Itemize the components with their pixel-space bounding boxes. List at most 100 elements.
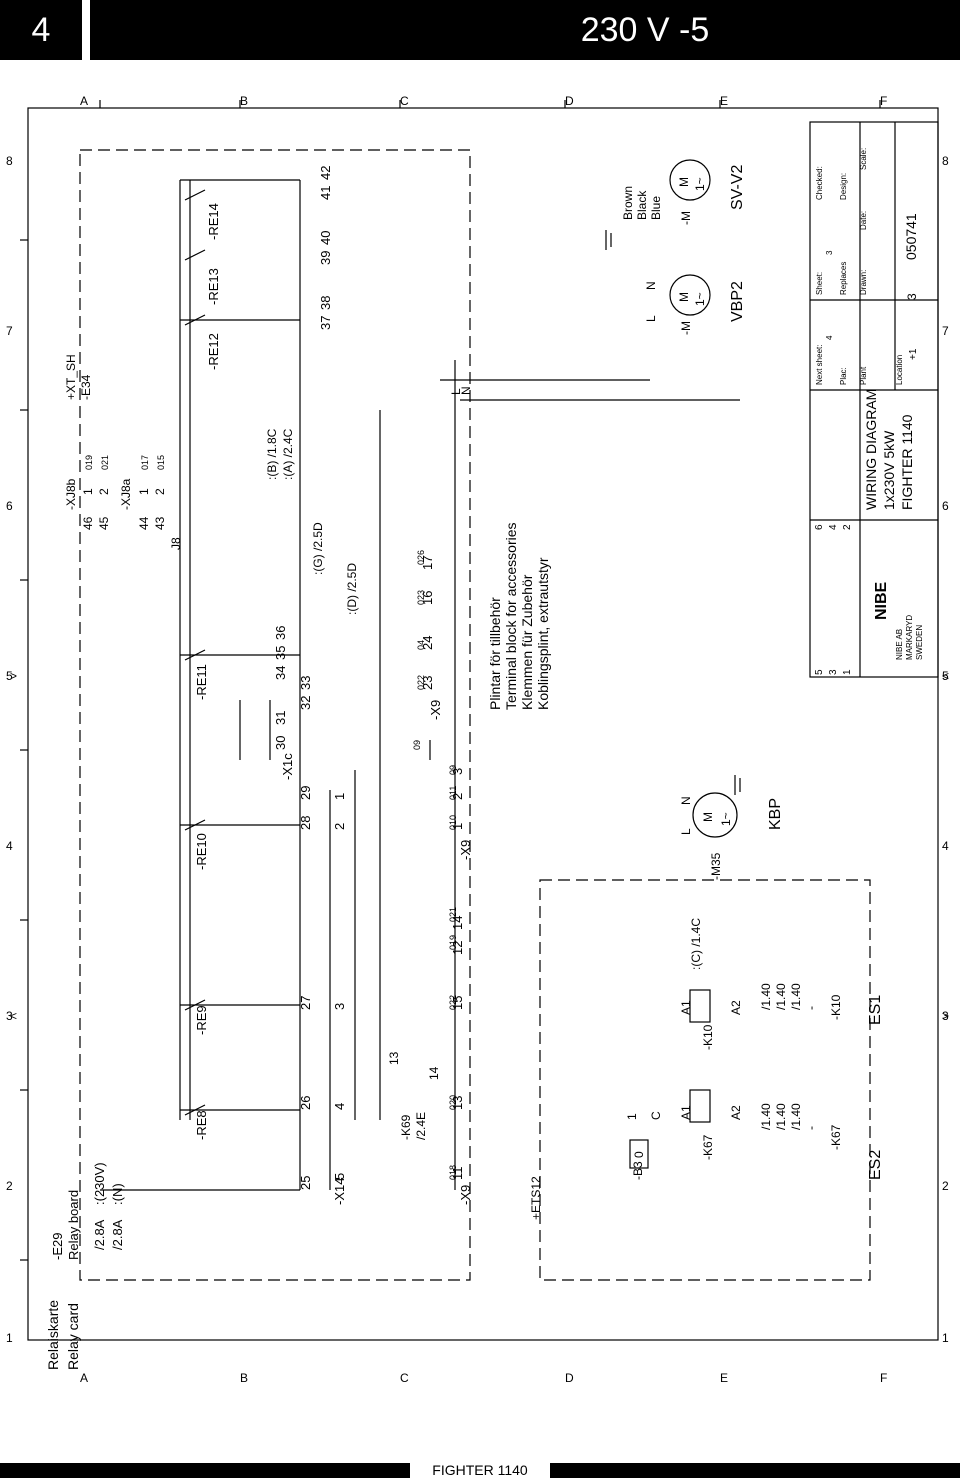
motor-svv2 xyxy=(669,159,711,201)
xj8a-term-43: 43 xyxy=(153,516,167,530)
k67-a1: A1 xyxy=(679,1105,693,1120)
xj8a-ref: -XJ8a xyxy=(119,478,133,510)
wire-l: L xyxy=(449,388,463,395)
terminal-note-de: Klemmen für Zubehör xyxy=(519,574,535,710)
sensor-b3 xyxy=(629,1139,649,1169)
row-label-d: D xyxy=(565,94,574,108)
x1c-term-26: 26 xyxy=(298,1096,313,1110)
relay-re11: -RE11 xyxy=(194,664,209,700)
rev-6: 6 xyxy=(814,524,825,530)
xj8b-pin-1: 1 xyxy=(81,488,95,495)
rev-2: 2 xyxy=(842,524,853,530)
svv2-motor-m: M xyxy=(677,177,691,187)
vbp2-n: N xyxy=(644,281,658,290)
footer-label: FIGHTER 1140 xyxy=(410,1462,550,1478)
row-label-f: F xyxy=(880,94,887,108)
col-label-7: 7 xyxy=(6,324,13,338)
accessory-boundary xyxy=(539,879,871,1281)
b3-pin-c: C xyxy=(649,1111,663,1120)
kbp-l: L xyxy=(679,828,693,835)
x1c-term-33: 33 xyxy=(298,676,313,690)
kbp-motor-phase: 1~ xyxy=(719,812,733,826)
kbp-n: N xyxy=(679,796,693,805)
kbp-motor-m: M xyxy=(701,812,715,822)
col-label-8-right: 8 xyxy=(942,154,949,168)
k67-contacts-3-4: /1.40 xyxy=(774,1103,788,1130)
m35-ref: -M35 xyxy=(709,852,723,880)
terminal-note-no: Koblingsplint, extrautstyr xyxy=(535,557,551,710)
e34-ref: -E34 xyxy=(79,374,93,400)
relay-board-boundary xyxy=(79,149,471,1281)
k69-pin-14: 14 xyxy=(427,1066,441,1080)
date-label: Date: xyxy=(859,211,868,230)
diagram-title: WIRING DIAGRAM xyxy=(863,389,879,510)
row-label-b-bottom: B xyxy=(240,1371,248,1385)
x1c-ref: -X1c xyxy=(280,753,295,780)
terminal-note-en: Terminal block for accessories xyxy=(503,522,519,710)
x1c-term-31: 31 xyxy=(273,711,288,725)
x14-term-1: 1 xyxy=(332,793,347,800)
svv2-label: SV-V2 xyxy=(729,165,746,210)
vbp2-motor-ref: -M xyxy=(679,321,693,335)
chevron-left-3: < xyxy=(10,1009,17,1023)
coil-k67 xyxy=(689,1089,711,1123)
company-name: NIBE AB xyxy=(895,629,904,660)
x1c-term-25: 25 xyxy=(298,1176,313,1190)
xref-a: :(A) /2.4C xyxy=(281,428,295,480)
diagram-sub: 1x230V 5kW xyxy=(881,430,897,510)
x9-term-13: 13 xyxy=(450,1096,465,1110)
col-label-6: 6 xyxy=(6,499,13,513)
x9-term-1: 1 xyxy=(450,823,465,830)
x1c-term-42: 42 xyxy=(318,166,333,180)
company-city: MARKARYD xyxy=(905,615,914,660)
es2-label: ES2 xyxy=(867,1150,884,1180)
x1c-term-30: 30 xyxy=(273,736,288,750)
svv2-motor-phase: 1~ xyxy=(693,177,707,191)
wiring-diagram: A B C D E F A B C D E F 1 2 3 4 5 6 7 8 … xyxy=(6,94,949,1385)
k67-ref: -K67 xyxy=(701,1134,715,1160)
row-label-e-bottom: E xyxy=(720,1371,728,1385)
col-label-5-right: 5 xyxy=(942,669,949,683)
diagram-frame xyxy=(27,107,939,1341)
x14-term-2: 2 xyxy=(332,823,347,830)
k10-ref-bottom: -K10 xyxy=(829,994,843,1020)
svv2-blue: Blue xyxy=(649,196,663,220)
company-country: SWEDEN xyxy=(915,625,924,660)
rev-5: 5 xyxy=(814,669,825,675)
relay-card-ref: -E29 xyxy=(50,1233,65,1260)
scale-label: Scale: xyxy=(859,148,868,170)
chevron-right-5: > xyxy=(10,669,17,683)
plac-label: Plac: xyxy=(839,367,848,385)
x1c-term-27: 27 xyxy=(298,996,313,1010)
ets12-ref: +ETS12 xyxy=(529,1176,543,1220)
x14-term-4: 4 xyxy=(332,1103,347,1110)
row-label-a-bottom: A xyxy=(80,1371,88,1385)
x14-term-3: 3 xyxy=(332,1003,347,1010)
sheet-label: Sheet: xyxy=(815,272,824,295)
x1c-term-39: 39 xyxy=(318,251,333,265)
x9-term-16: 16 xyxy=(420,591,435,605)
wire-023: 023 xyxy=(416,590,426,605)
svv2-motor-ref: -M xyxy=(679,211,693,225)
relay-re13: -RE13 xyxy=(206,268,221,305)
k69-xref: /2.4E xyxy=(414,1112,428,1140)
rev-1: 1 xyxy=(842,669,853,675)
product-name: FIGHTER 1140 xyxy=(899,414,915,510)
xj8b-ref: -XJ8b xyxy=(64,478,78,510)
col-label-1-right: 1 xyxy=(942,1331,949,1345)
chevron-left-3-right: > xyxy=(942,1009,949,1023)
x9-term-24: 24 xyxy=(420,636,435,650)
xj8b-wire-021: 021 xyxy=(100,455,110,470)
k67-a2: A2 xyxy=(729,1105,743,1120)
x1c-term-35: 35 xyxy=(273,646,288,660)
row-label-f-bottom: F xyxy=(880,1371,887,1385)
col-label-8: 8 xyxy=(6,154,13,168)
x9-term-12: 12 xyxy=(450,941,465,955)
relay-card-title-en: Relay card xyxy=(65,1303,81,1370)
k67-contacts-13-14: - xyxy=(804,1126,818,1130)
wire-022b: 022 xyxy=(416,675,426,690)
k69-ref: -K69 xyxy=(399,1114,413,1140)
xj8a-wire-015: 015 xyxy=(156,455,166,470)
b3-pin-1: 1 xyxy=(625,1113,639,1120)
relay-re10: -RE10 xyxy=(194,833,209,870)
